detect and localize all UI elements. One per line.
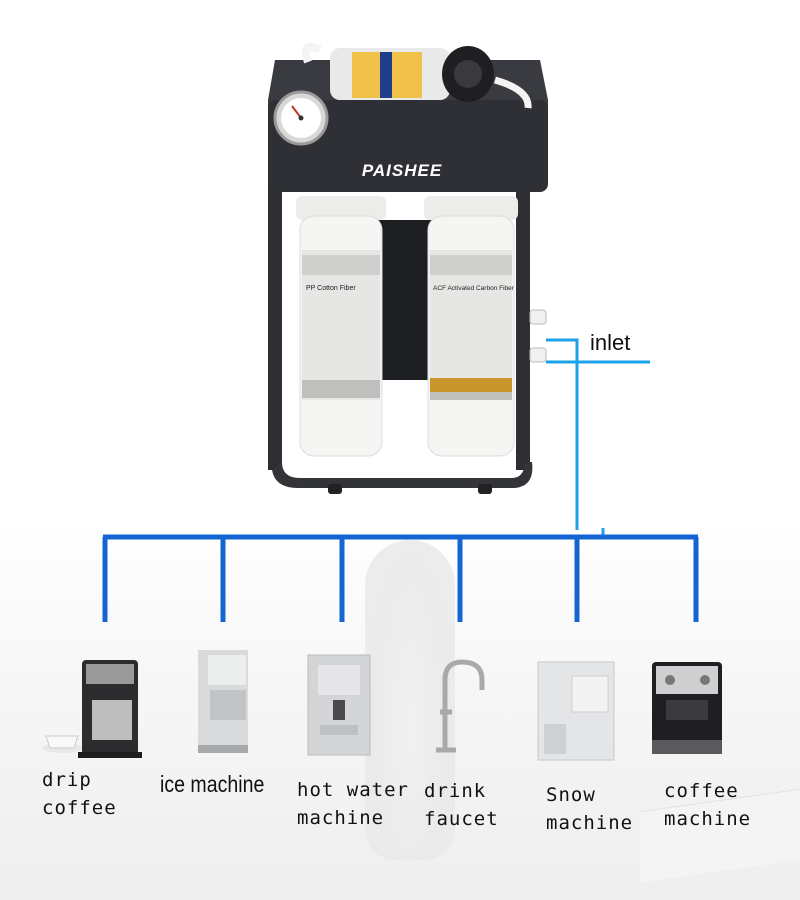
inlet-label: inlet xyxy=(590,330,631,355)
appliance-label-snow-machine: Snow machine xyxy=(546,784,634,834)
hot-water-machine-icon xyxy=(307,654,371,756)
tube-left xyxy=(301,43,322,64)
distribution-pipes xyxy=(102,534,699,622)
inlet-pipes xyxy=(546,338,650,538)
snow-machine-icon xyxy=(537,661,615,761)
drip-coffee-icon xyxy=(42,660,142,758)
inlet-line-top xyxy=(546,338,579,530)
tube-right xyxy=(493,76,532,109)
pump-label-stripe xyxy=(380,52,392,98)
appliance-label-hot-water-machine: hot water machine xyxy=(297,779,409,829)
drink-faucet-icon xyxy=(436,659,485,753)
frame-left-bar xyxy=(268,150,282,470)
filter-label-pp: PP Cotton Fiber xyxy=(306,285,356,292)
ice-machine-icon xyxy=(198,650,248,753)
foot-left xyxy=(328,484,342,494)
appliance-label-drip-coffee: drip coffee xyxy=(42,769,117,819)
pump-cap-inner xyxy=(454,60,482,88)
appliance-label-drink-faucet: drink faucet xyxy=(424,780,499,830)
frame-right-bar xyxy=(516,150,530,470)
appliance-label-ice-machine: ice machine xyxy=(160,771,265,797)
brand-logo: PAISHEE xyxy=(362,161,442,180)
frame-base xyxy=(272,462,533,488)
appliance-label-coffee-machine: coffee machine xyxy=(664,780,752,830)
water-purifier: PAISHEE PP Cotton Fiber ACF Activated Ca… xyxy=(268,43,548,494)
filter-label-acf: ACF Activated Carbon Fiber xyxy=(433,285,515,292)
coffee-machine-icon xyxy=(652,662,722,754)
top-panel-face xyxy=(268,100,548,192)
filter-pp-cotton: PP Cotton Fiber xyxy=(296,196,386,457)
foot-right xyxy=(478,484,492,494)
fitting-top xyxy=(529,309,547,325)
background-vase xyxy=(365,540,455,860)
filter-acf-carbon: ACF Activated Carbon Fiber xyxy=(424,196,518,457)
fitting-bottom xyxy=(529,347,547,363)
